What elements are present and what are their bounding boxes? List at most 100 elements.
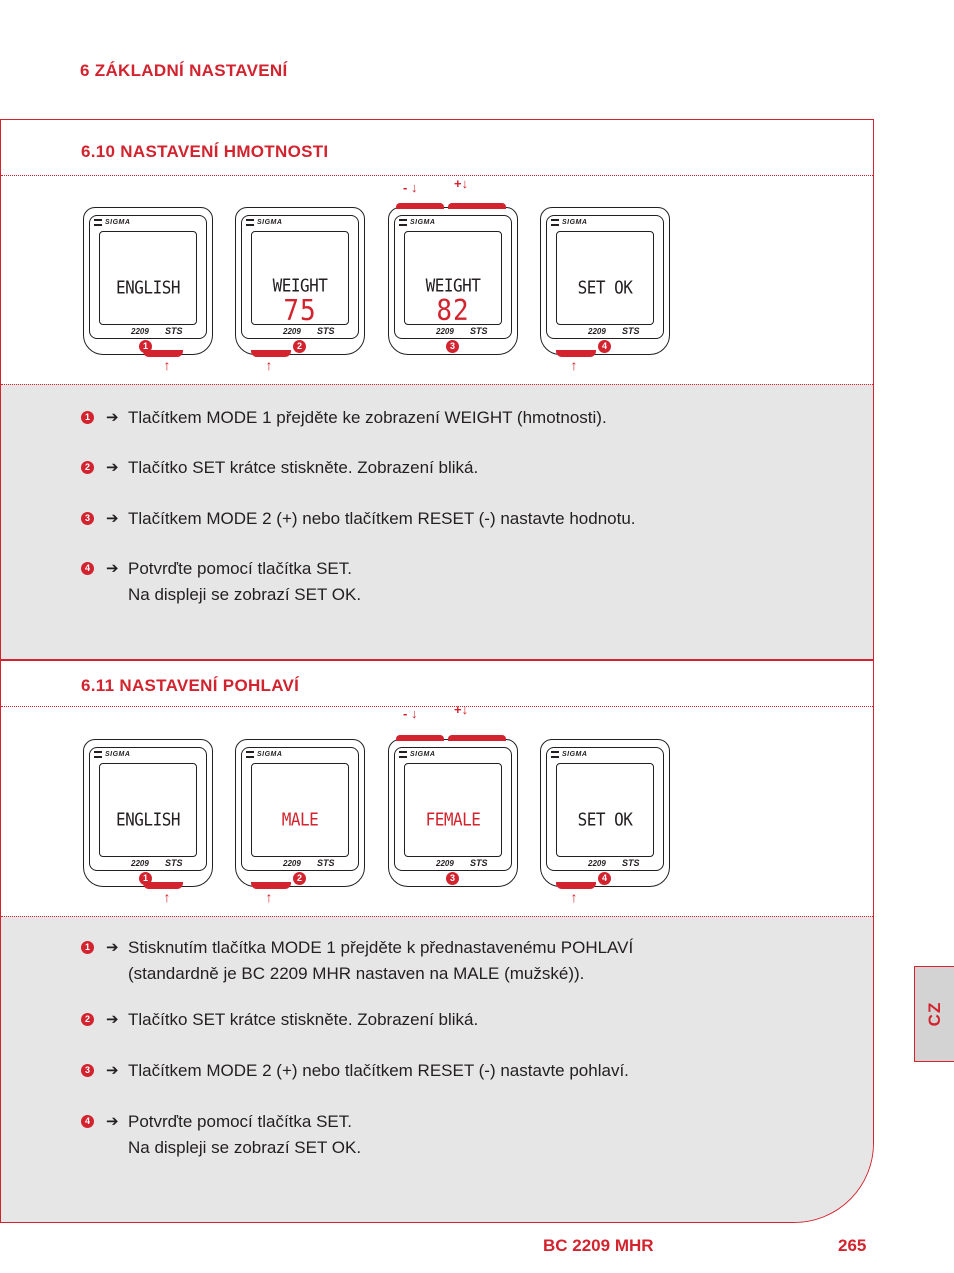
instruction-step: 2 ➔ Tlačítko SET krátce stiskněte. Zobraze… (81, 455, 841, 481)
sigma-logo-icon (551, 751, 559, 758)
arrow-icon: ➔ (106, 1062, 119, 1079)
divider (1, 175, 873, 176)
device-brand: SIGMA (105, 219, 131, 226)
step-number-badge: 1 (81, 941, 94, 954)
display-line-1: SET OK (577, 277, 633, 298)
step-text-line: Tlačítko SET krátce stiskněte. Zobrazení… (128, 1010, 479, 1029)
section-separator (1, 659, 873, 661)
divider (1, 384, 873, 385)
instruction-step: 3➔Tlačítkem MODE 2 (+) nebo tlačítkem RE… (81, 1058, 841, 1084)
device-brand: SIGMA (257, 219, 283, 226)
press-arrow-icon: ↑ (163, 889, 171, 905)
display-line-1: ENGLISH (116, 277, 180, 298)
step-text-line: Na displeji se zobrazí SET OK. (128, 1138, 362, 1157)
step-number-badge: 4 (81, 1115, 94, 1128)
footer-model: BC 2209 MHR (543, 1236, 654, 1255)
sts-badge: STS (165, 858, 183, 868)
plus-marker: +↓ (454, 702, 469, 717)
device-brand: SIGMA (562, 219, 588, 226)
display-line-1: SET OK (577, 809, 633, 830)
instruction-step: 4➔Potvrďte pomocí tlačítka SET.Na disple… (81, 556, 841, 608)
sts-badge: STS (470, 326, 488, 336)
mode2-button[interactable] (448, 735, 506, 741)
step-number-badge: 1 (139, 872, 152, 885)
step-text-line: Tlačítko SET krátce stiskněte. Zobrazení… (128, 458, 479, 477)
step-number-badge: 2 (293, 340, 306, 353)
step-text: Potvrďte pomocí tlačítka SET.Na displeji… (128, 1109, 361, 1161)
arrow-icon: ➔ (106, 939, 119, 956)
device-model: 2209 (436, 327, 454, 336)
display-line-1: MALE (281, 809, 319, 830)
step-number-badge: 2 (81, 461, 94, 474)
instruction-step: 1 ➔ Stisknutím tlačítka MODE 1 přejděte k … (81, 935, 841, 987)
arrow-icon: ➔ (106, 560, 119, 577)
language-tab-label: CZ (924, 1001, 944, 1027)
divider (1, 706, 873, 707)
display-line-1: WEIGHT (272, 275, 328, 296)
step-text-line: Tlačítkem MODE 2 (+) nebo tlačítkem RESE… (128, 1061, 629, 1080)
set-button[interactable] (556, 882, 596, 889)
sigma-logo-icon (94, 751, 102, 758)
press-arrow-icon: ↑ (570, 357, 578, 373)
step-number-badge: 3 (446, 340, 459, 353)
device-model: 2209 (131, 859, 149, 868)
sts-badge: STS (622, 326, 640, 336)
device-screen: ENGLISH (99, 231, 197, 325)
plus-marker: +↓ (454, 176, 469, 191)
device-brand: SIGMA (410, 751, 436, 758)
device-model: 2209 (588, 859, 606, 868)
device-screen: SET OK (556, 763, 654, 857)
step-text: Potvrďte pomocí tlačítka SET. Na displeji… (128, 556, 361, 608)
step-text: Tlačítkem MODE 2 (+) nebo tlačítkem RESE… (128, 506, 636, 532)
display-line-2: 82 (436, 294, 470, 328)
display-line-1: WEIGHT (425, 275, 481, 296)
sigma-logo-icon (94, 219, 102, 226)
device-brand: SIGMA (257, 751, 283, 758)
step-number-badge: 2 (81, 1013, 94, 1026)
display-line-2: 75 (283, 294, 317, 328)
press-arrow-icon: ↑ (265, 357, 273, 373)
step-text-line: (standardně je BC 2209 MHR nastaven na M… (128, 964, 585, 983)
language-tab[interactable]: CZ (914, 966, 954, 1062)
step-text-line: Tlačítkem MODE 1 přejděte ke zobrazení W… (128, 408, 607, 427)
set-button[interactable] (251, 882, 291, 889)
arrow-icon: ➔ (106, 510, 119, 527)
instruction-step: 2➔Tlačítko SET krátce stiskněte. Zobraze… (81, 1007, 841, 1033)
mode1-button[interactable] (143, 882, 183, 889)
step-text-line: Na displeji se zobrazí SET OK. (128, 585, 362, 604)
reset-button[interactable] (396, 203, 444, 209)
set-button[interactable] (251, 350, 291, 357)
device-brand: SIGMA (562, 751, 588, 758)
mode1-button[interactable] (143, 350, 183, 357)
step-text-line: Stisknutím tlačítka MODE 1 přejděte k př… (128, 938, 634, 957)
device-model: 2209 (131, 327, 149, 336)
section-title-gender: 6.11 NASTAVENÍ POHLAVÍ (81, 676, 300, 695)
mode2-button[interactable] (448, 203, 506, 209)
step-number-badge: 4 (598, 872, 611, 885)
instruction-step: 4 ➔ Potvrďte pomocí tlačítka SET.Na disple… (81, 1109, 841, 1161)
arrow-icon: ➔ (106, 409, 119, 426)
section-title-weight: 6.10 NASTAVENÍ HMOTNOSTI (81, 142, 329, 161)
reset-button[interactable] (396, 735, 444, 741)
arrow-icon: ➔ (106, 1113, 119, 1130)
sts-badge: STS (165, 326, 183, 336)
device-screen: SET OK (556, 231, 654, 325)
device-model: 2209 (283, 327, 301, 336)
device-screen: MALE (251, 763, 349, 857)
step-number-badge: 3 (446, 872, 459, 885)
sigma-logo-icon (399, 751, 407, 758)
arrow-icon: ➔ (106, 459, 119, 476)
instruction-step: 1➔Tlačítkem MODE 1 přejděte ke zobrazení… (81, 405, 841, 431)
step-text-line: Potvrďte pomocí tlačítka SET. (128, 559, 352, 578)
sigma-logo-icon (399, 219, 407, 226)
press-arrow-icon: ↑ (570, 889, 578, 905)
step-text: Tlačítkem MODE 1 přejděte ke zobrazení W… (128, 405, 607, 431)
set-button[interactable] (556, 350, 596, 357)
